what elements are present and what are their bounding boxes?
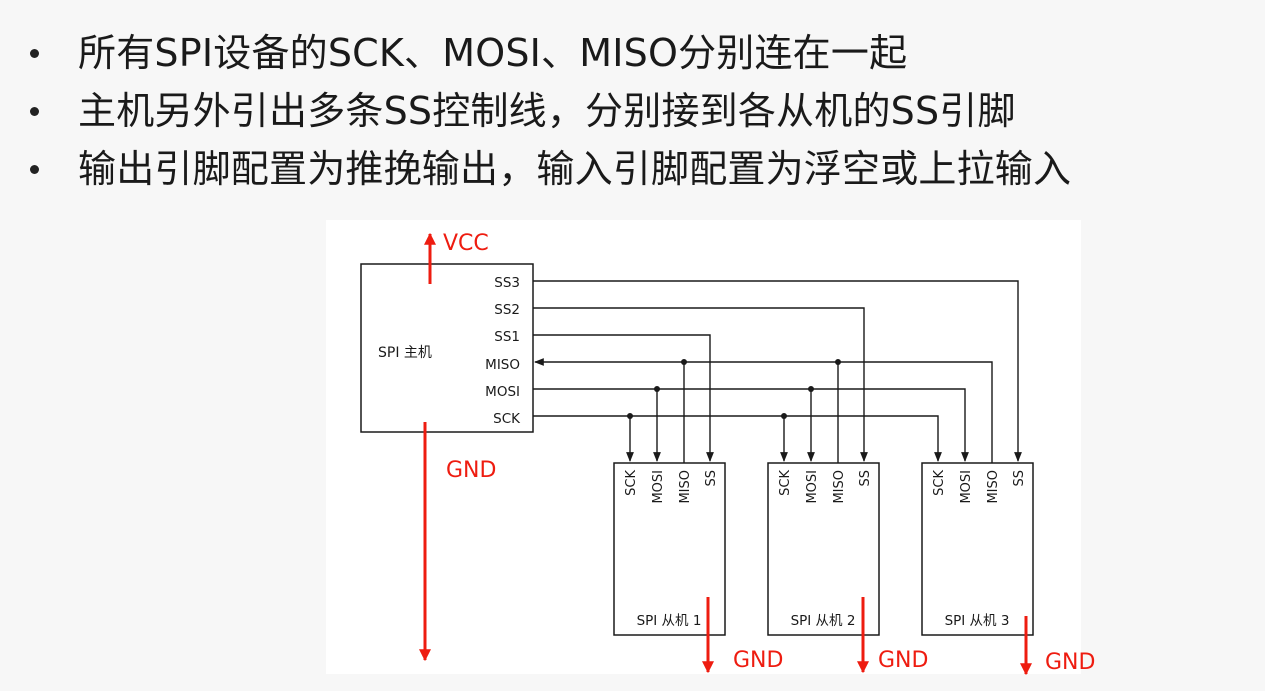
slave-box-3 — [921, 462, 1034, 636]
slave2-pin-ss: SS — [858, 470, 873, 487]
slave-label-2: SPI 从机 2 — [791, 613, 856, 629]
master-pin-mosi: MOSI — [485, 384, 520, 400]
wire-ss2 — [533, 307, 868, 462]
slave-label-1: SPI 从机 1 — [637, 613, 702, 629]
wire-ss3 — [533, 280, 1022, 462]
wire-mosi-bus — [533, 388, 969, 462]
slave2-pin-mosi: MOSI — [805, 470, 820, 504]
junction-dot — [627, 413, 633, 419]
master-pin-sck: SCK — [493, 411, 521, 427]
slave3-pin-sck: SCK — [932, 470, 947, 496]
slave1-pin-ss: SS — [704, 470, 719, 487]
slave2-pin-sck: SCK — [778, 470, 793, 496]
junction-dot — [681, 359, 687, 365]
bullet-text: 主机另外引出多条SS控制线，分别接到各从机的SS引脚 — [78, 89, 1016, 133]
gnd-slave1-label: GND — [733, 648, 783, 673]
master-pin-ss3: SS3 — [494, 275, 520, 291]
vcc-label: VCC — [443, 231, 489, 256]
junction-dot — [781, 413, 787, 419]
bullet-dot-icon — [30, 165, 39, 174]
slave1-pin-miso: MISO — [678, 470, 693, 504]
bullet-item-shared-lines: 所有SPI设备的SCK、MOSI、MISO分别连在一起 — [28, 24, 1258, 82]
slave-label-3: SPI 从机 3 — [945, 613, 1010, 629]
master-box — [360, 263, 534, 433]
bullet-item-ss-lines: 主机另外引出多条SS控制线，分别接到各从机的SS引脚 — [28, 82, 1258, 140]
gnd-master-label: GND — [446, 458, 496, 483]
wire-miso-bus — [534, 358, 993, 463]
slave1-pin-mosi: MOSI — [651, 470, 666, 504]
slave3-pin-mosi: MOSI — [959, 470, 974, 504]
slave2-pin-miso: MISO — [832, 470, 847, 504]
wire-group — [533, 280, 1022, 463]
master-pin-miso: MISO — [485, 357, 520, 373]
bullet-item-pin-config: 输出引脚配置为推挽输出，输入引脚配置为浮空或上拉输入 — [28, 140, 1258, 198]
gnd-slave3-label: GND — [1045, 650, 1095, 675]
junction-dot — [654, 386, 660, 392]
junction-dot — [835, 359, 841, 365]
slave3-pin-ss: SS — [1012, 470, 1027, 487]
master-label: SPI 主机 — [378, 345, 432, 361]
slave1-pin-sck: SCK — [624, 470, 639, 496]
wire-sck-bus — [533, 415, 942, 462]
master-pin-ss2: SS2 — [494, 302, 520, 318]
wire-ss1 — [533, 334, 714, 462]
master-pin-ss1: SS1 — [494, 329, 520, 345]
bullet-text: 所有SPI设备的SCK、MOSI、MISO分别连在一起 — [78, 31, 908, 75]
slave3-pin-miso: MISO — [986, 470, 1001, 504]
bullet-text: 输出引脚配置为推挽输出，输入引脚配置为浮空或上拉输入 — [78, 147, 1072, 191]
junction-dot — [808, 386, 814, 392]
bullet-dot-icon — [30, 49, 39, 58]
slave-box-2 — [767, 462, 880, 636]
bullet-list: 所有SPI设备的SCK、MOSI、MISO分别连在一起 主机另外引出多条SS控制… — [28, 24, 1258, 198]
bullet-dot-icon — [30, 107, 39, 116]
gnd-slave2-label: GND — [878, 648, 928, 673]
power-arrows — [419, 232, 1032, 676]
junction-dots — [627, 359, 841, 419]
